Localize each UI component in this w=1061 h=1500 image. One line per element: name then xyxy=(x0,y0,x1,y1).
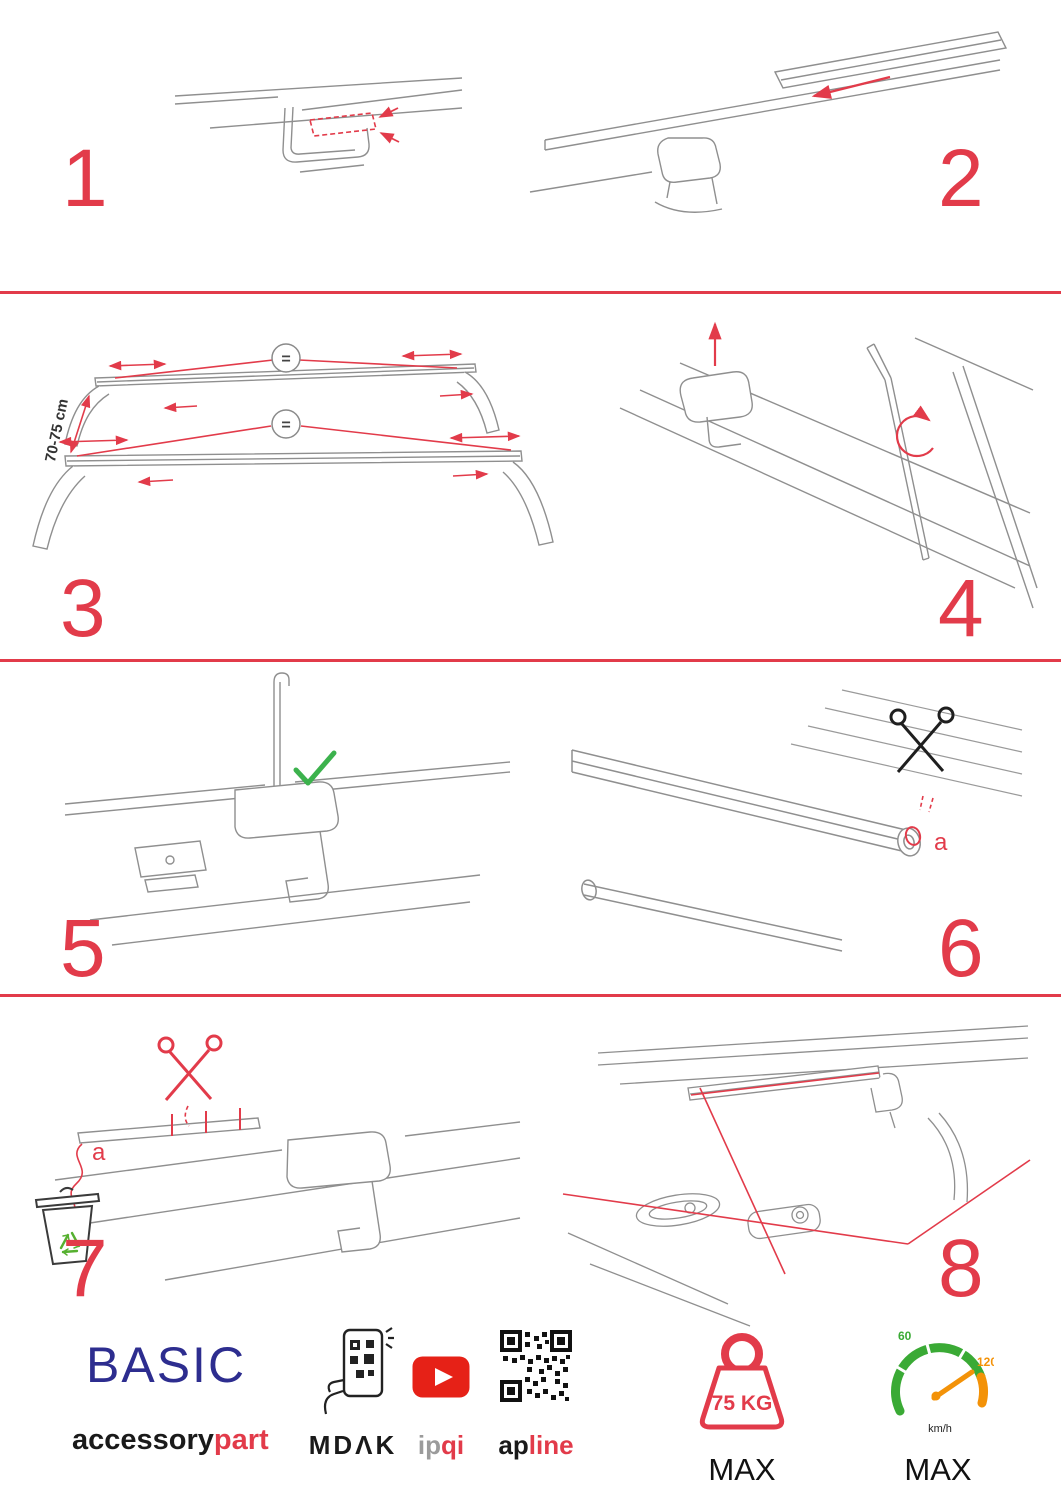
scissors-icon xyxy=(889,706,955,773)
section-divider-3 xyxy=(0,994,1061,997)
alignment-guides xyxy=(562,1072,1031,1275)
qr-code-icon xyxy=(500,1330,572,1402)
step2-illustration xyxy=(529,31,1008,213)
check-icon xyxy=(293,750,337,786)
ipqi-gray-part: ip xyxy=(417,1430,441,1460)
speedometer-icon: 60 120 km/h xyxy=(891,1329,994,1435)
partner-mdak-label: MDΛK xyxy=(308,1430,398,1460)
youtube-icon xyxy=(412,1356,470,1398)
step5-illustration xyxy=(64,672,511,946)
speed-unit-label: km/h xyxy=(928,1423,952,1435)
tighten-arrows xyxy=(708,321,934,458)
brand-word-accessory: accessory xyxy=(72,1424,214,1456)
step6-number: 6 xyxy=(938,903,984,994)
equal-mark-top: = xyxy=(281,351,290,368)
speed-high-label: 120 xyxy=(977,1355,994,1369)
step7-number: 7 xyxy=(62,1223,108,1314)
step7-illustration: a xyxy=(34,1034,521,1281)
gauge-needle xyxy=(931,1369,975,1401)
step1-illustration xyxy=(174,77,463,173)
apline-red-part: line xyxy=(528,1430,574,1460)
dimension-arrows xyxy=(58,349,521,487)
apline-black-part: ap xyxy=(498,1430,529,1460)
weight-value: 75 KG xyxy=(712,1392,773,1415)
step5-number: 5 xyxy=(60,903,106,994)
step8-number: 8 xyxy=(938,1223,984,1314)
step3-number: 3 xyxy=(60,563,106,654)
step1-number: 1 xyxy=(62,133,108,224)
weight-icon: 75 KG xyxy=(699,1333,785,1430)
step4-illustration xyxy=(619,321,1038,609)
recycle-icon xyxy=(59,1231,81,1256)
cut-piece-label: a xyxy=(92,1139,106,1166)
scissors-icon-red xyxy=(157,1034,223,1101)
equal-mark-bottom: = xyxy=(281,417,290,434)
section-divider-1 xyxy=(0,291,1061,294)
weight-max-label: MAX xyxy=(708,1452,776,1487)
brand-accessorypart: accessorypart xyxy=(72,1424,269,1457)
step2-number: 2 xyxy=(938,133,984,224)
section-divider-2 xyxy=(0,659,1061,662)
cut-piece-label: a xyxy=(934,829,948,856)
step6-illustration: a xyxy=(571,689,1023,952)
step8-illustration xyxy=(562,1025,1031,1327)
ipqi-red-part: qi xyxy=(441,1430,465,1460)
step3-illustration: = = xyxy=(32,343,554,550)
phone-scan-icon xyxy=(323,1327,394,1415)
speed-low-label: 60 xyxy=(898,1329,912,1343)
cut-mark xyxy=(904,795,934,846)
brand-basic: BASIC xyxy=(86,1337,247,1393)
speed-max-label: MAX xyxy=(904,1452,972,1487)
pad-highlight xyxy=(309,106,400,144)
partner-ipqi-label: ipqi xyxy=(410,1430,472,1461)
brand-word-part: part xyxy=(213,1424,269,1456)
partner-apline-label: apline xyxy=(492,1430,580,1461)
step4-number: 4 xyxy=(938,563,984,654)
slide-direction-arrow xyxy=(811,75,891,99)
